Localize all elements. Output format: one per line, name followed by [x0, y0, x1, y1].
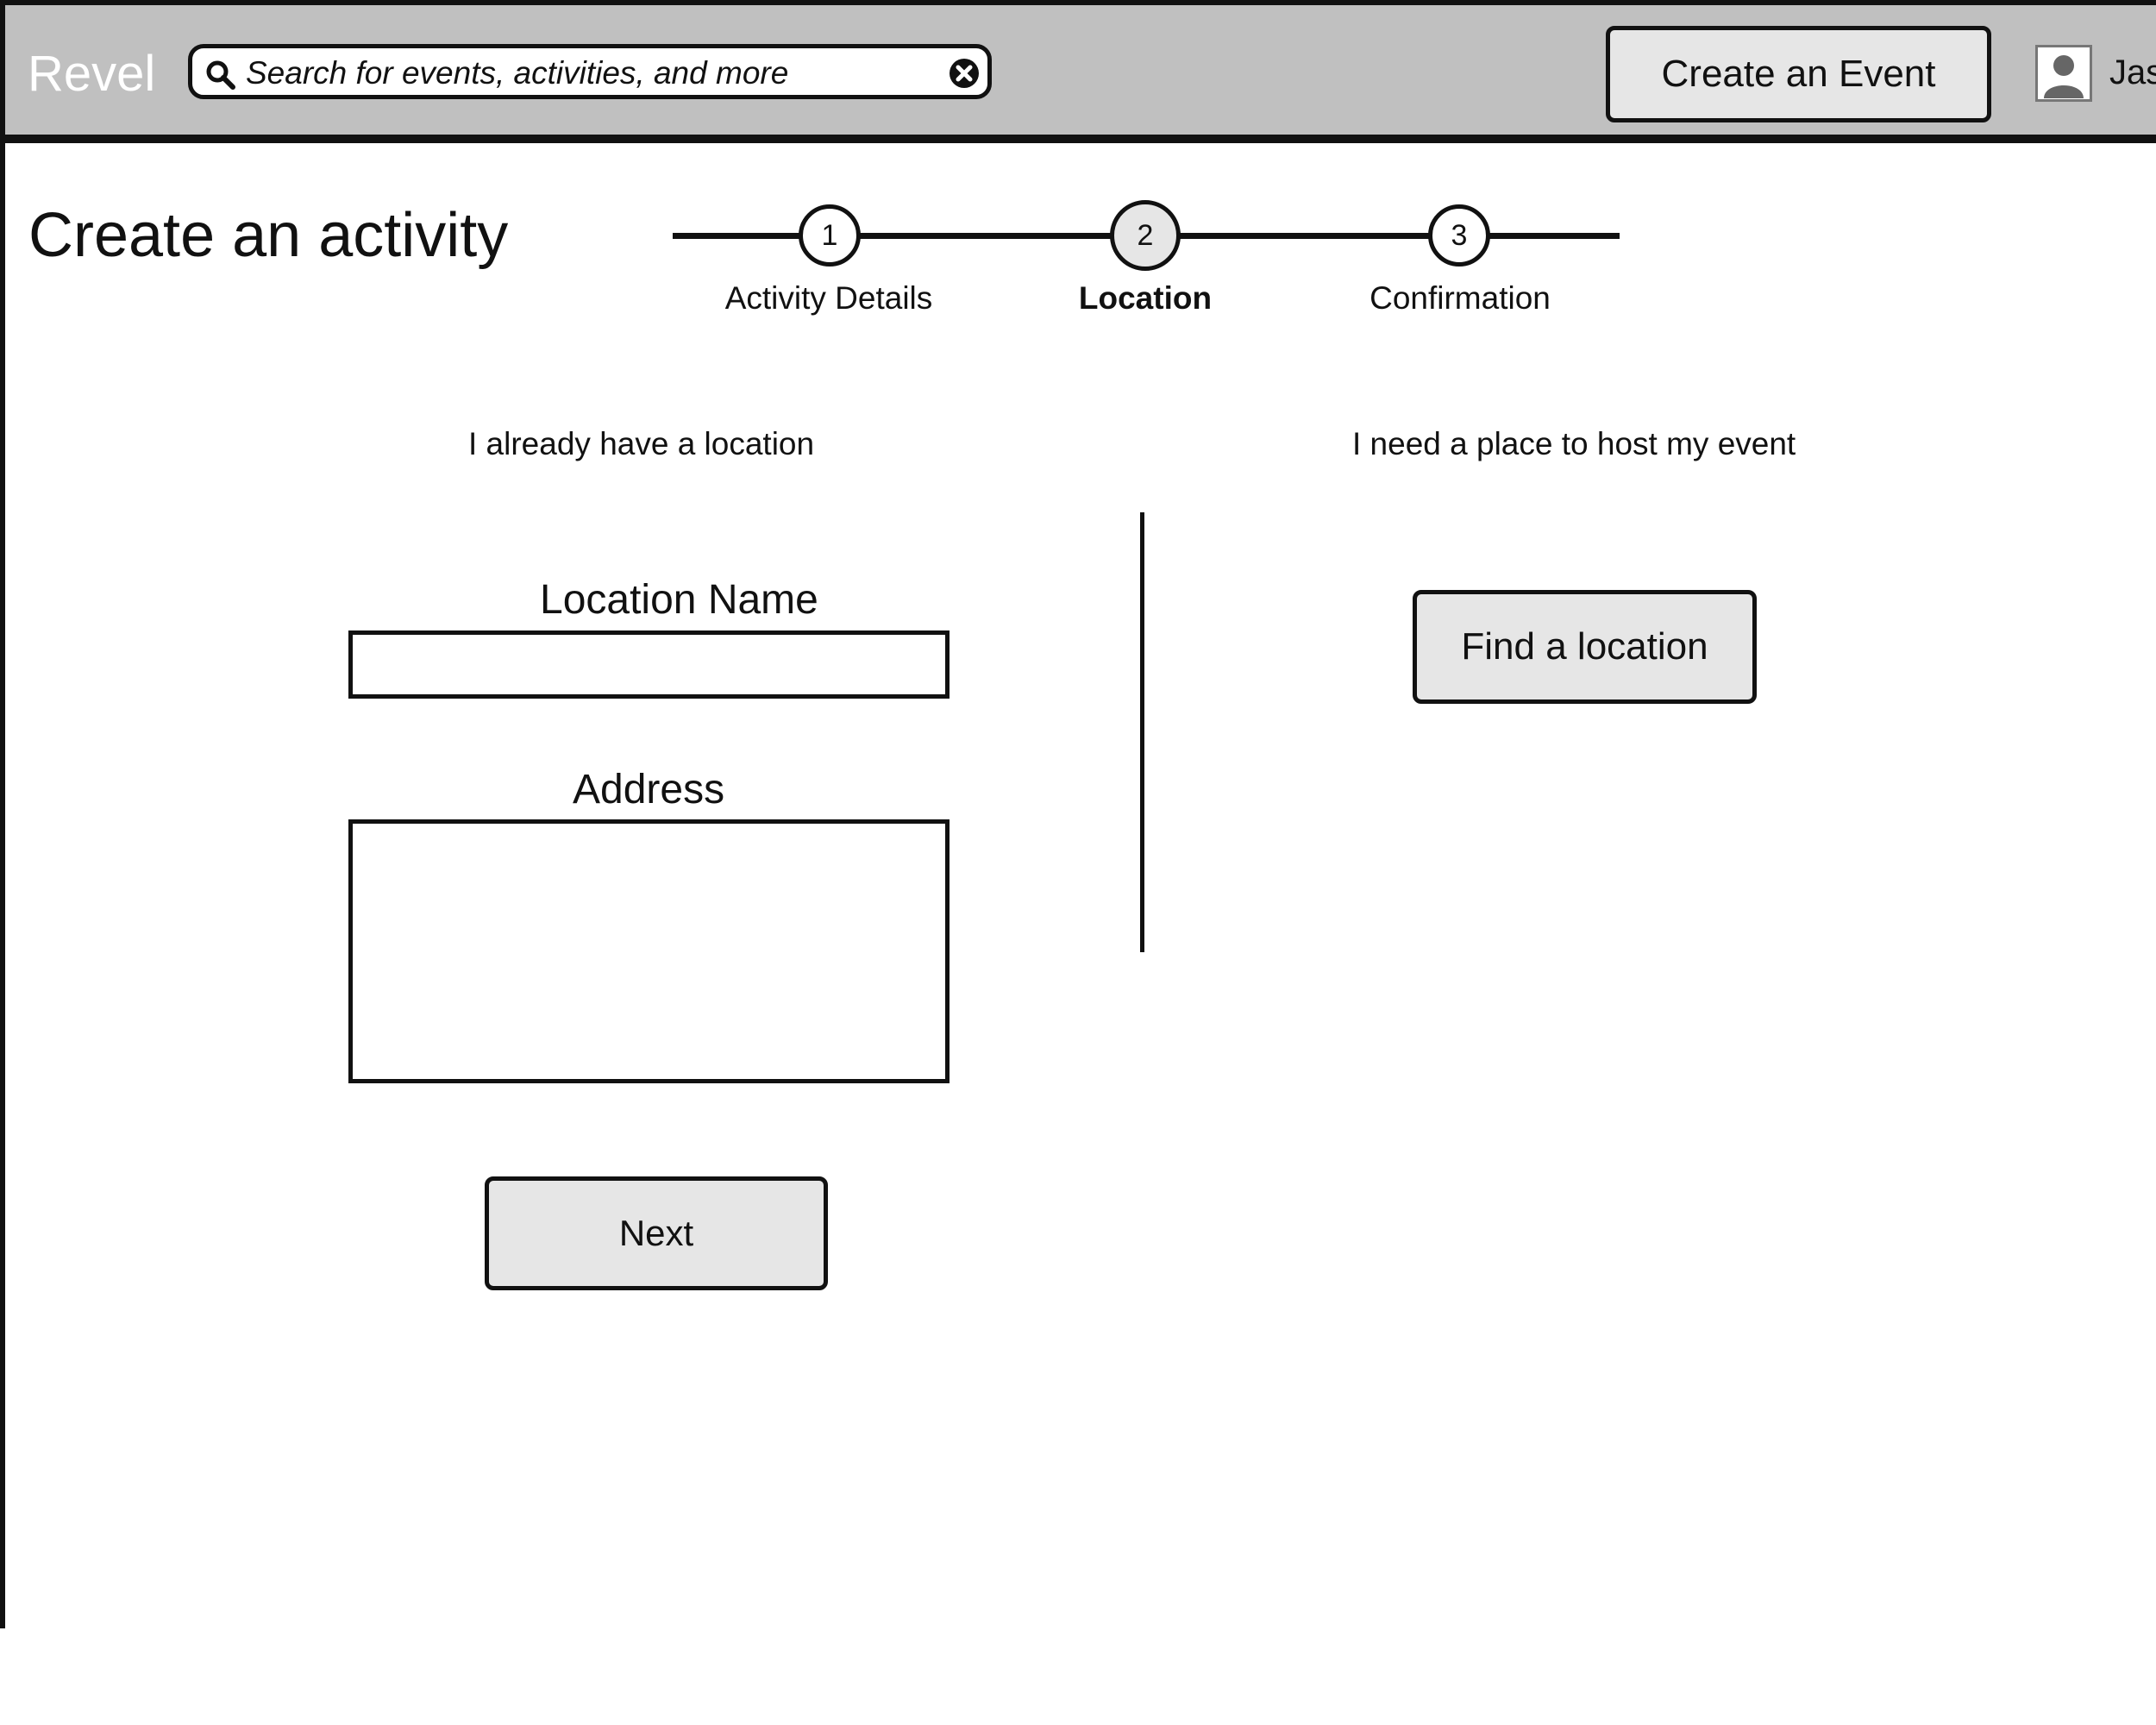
brand-logo[interactable]: Revel — [28, 46, 156, 102]
location-name-label: Location Name — [540, 577, 818, 623]
search-icon[interactable] — [204, 59, 237, 91]
top-bar: Revel Create an Event Jasp — [5, 5, 2156, 143]
step-3-marker[interactable]: 3 — [1428, 204, 1490, 267]
next-button[interactable]: Next — [485, 1176, 828, 1290]
clear-search-icon[interactable] — [948, 57, 981, 90]
search-box[interactable] — [188, 44, 992, 99]
create-event-button[interactable]: Create an Event — [1606, 26, 1991, 122]
page-title: Create an activity — [28, 201, 509, 270]
step-1-label[interactable]: Activity Details — [724, 280, 933, 316]
step-1-marker[interactable]: 1 — [799, 204, 861, 267]
step-2-marker-current[interactable]: 2 — [1110, 200, 1181, 271]
address-label: Address — [573, 767, 725, 812]
username[interactable]: Jasp — [2109, 53, 2156, 91]
options-divider — [1140, 512, 1144, 952]
address-field[interactable] — [348, 819, 950, 1083]
search-input[interactable] — [246, 53, 918, 93]
find-location-button[interactable]: Find a location — [1413, 590, 1757, 704]
step-3-label[interactable]: Confirmation — [1369, 280, 1551, 316]
step-2-label-current[interactable]: Location — [1078, 280, 1213, 316]
need-location-heading: I need a place to host my event — [1352, 426, 1796, 461]
existing-location-heading: I already have a location — [468, 426, 815, 461]
user-avatar-icon[interactable] — [2035, 45, 2092, 102]
location-name-field[interactable] — [348, 630, 950, 699]
page-frame — [0, 0, 2156, 1628]
